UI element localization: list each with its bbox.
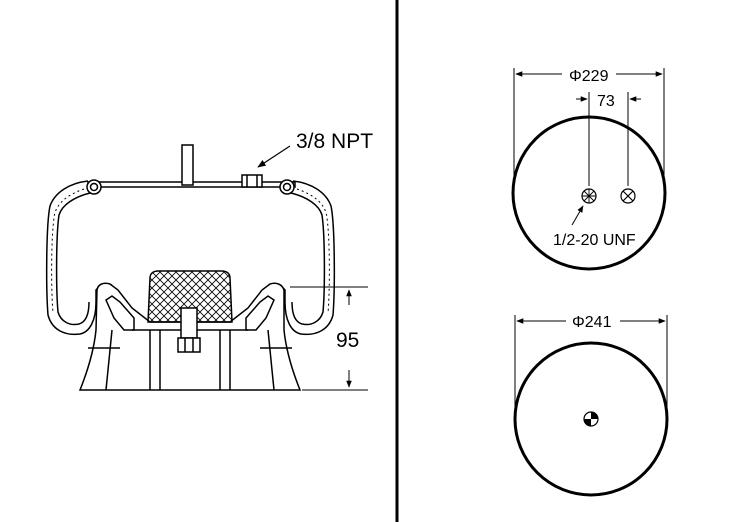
bottom-bolt <box>180 307 198 339</box>
bottom-plate-view <box>513 315 669 497</box>
stud-thread-label: 1/2-20 UNF <box>553 232 636 249</box>
air-fitting <box>241 174 263 188</box>
height-dimension-label: 95 <box>336 329 359 352</box>
bottom-plate-outline <box>513 341 669 497</box>
bumper <box>147 270 233 323</box>
bellow-outline <box>45 180 113 336</box>
top-plate-view <box>511 68 667 271</box>
bottom-plate-diameter-label: Φ241 <box>572 314 612 331</box>
offset-label: 73 <box>597 93 615 110</box>
top-stud <box>181 144 194 186</box>
height-dimension <box>290 286 368 391</box>
left-bead-crimp <box>86 179 102 195</box>
air-spring-side-view <box>45 144 336 391</box>
top-plate-diameter-label: Φ229 <box>569 68 609 85</box>
port-leader <box>257 145 291 168</box>
right-bead-crimp <box>279 179 295 195</box>
port-label: 3/8 NPT <box>296 130 373 153</box>
